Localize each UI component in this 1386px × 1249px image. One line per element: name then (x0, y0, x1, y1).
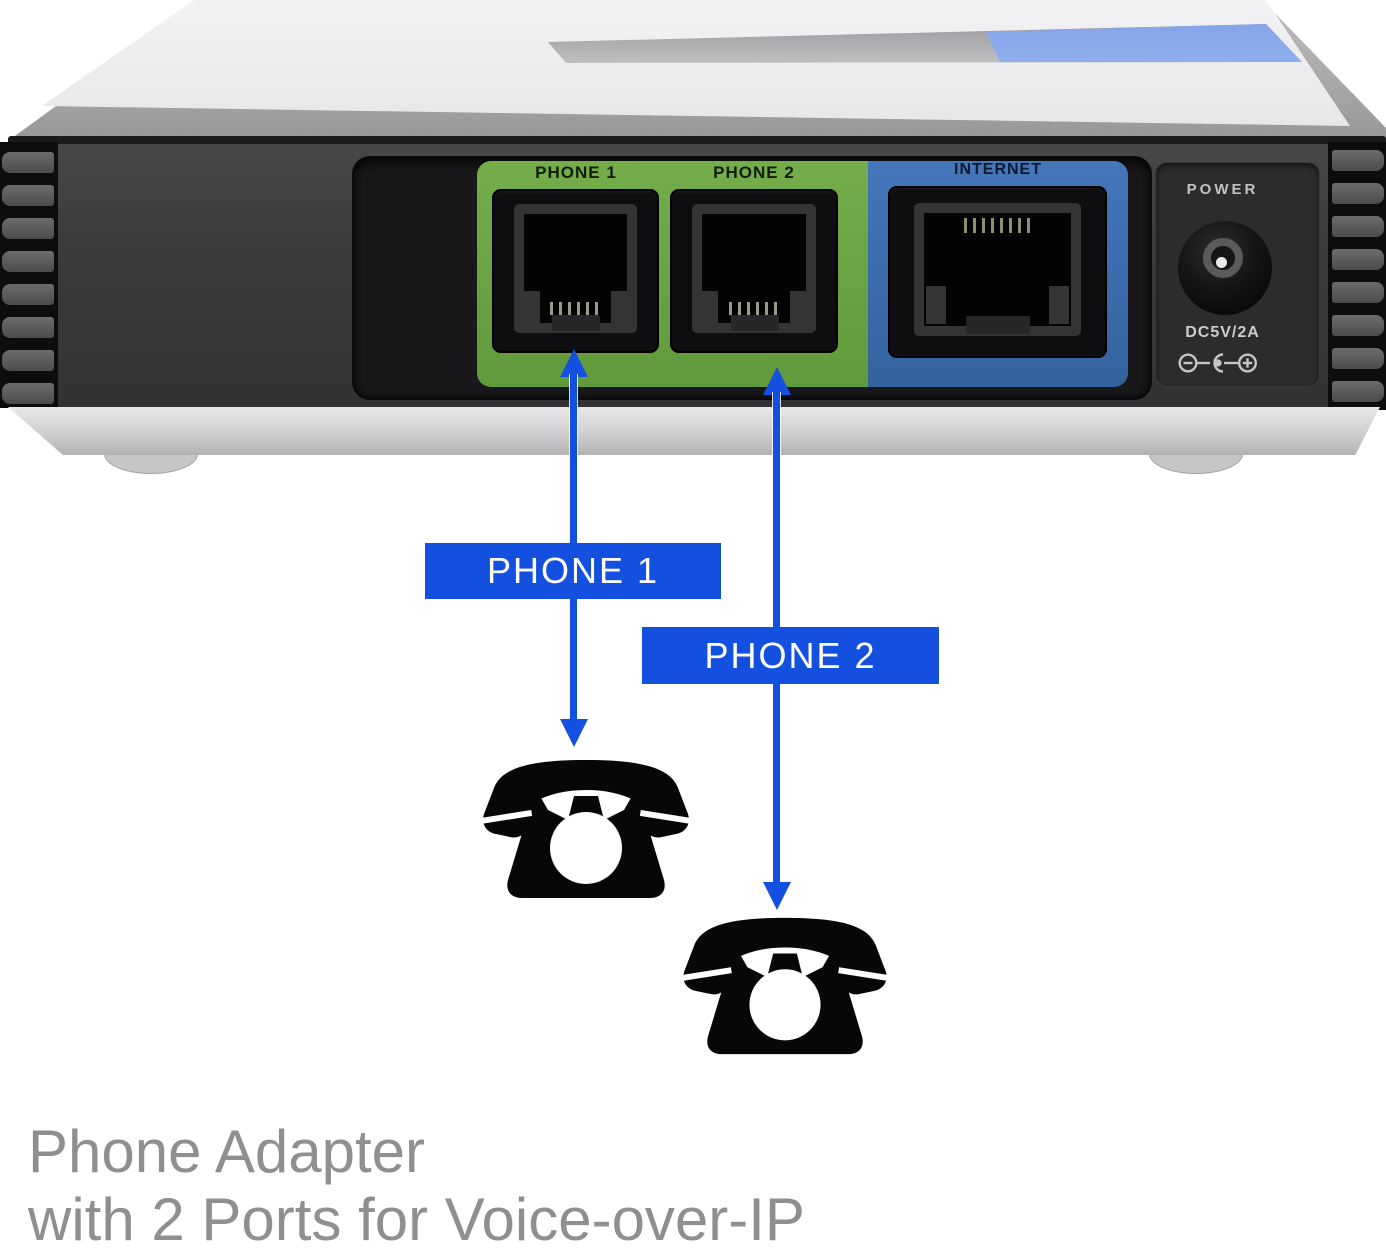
internet-rj45-port (888, 186, 1107, 358)
caption-line1: Phone Adapter (28, 1118, 426, 1185)
port-shoulder (926, 286, 946, 324)
left-vent (0, 142, 58, 408)
phone1-port-label: PHONE 1 (535, 163, 617, 182)
telephone-icon-2 (680, 917, 890, 1055)
caption: Phone Adapter with 2 Ports for Voice-ove… (28, 1118, 1228, 1249)
phone2-port-label: PHONE 2 (713, 163, 795, 182)
internet-port-latch-slot (966, 316, 1030, 334)
vent-fin (2, 383, 54, 404)
vent-fin (2, 185, 54, 206)
telephone-icon-1 (479, 760, 693, 898)
callout-phone2: PHONE 2 (642, 627, 939, 684)
internet-port-label: INTERNET (954, 161, 1042, 178)
phone1-port-pins (550, 302, 601, 315)
phone1-rj11-port (492, 189, 659, 353)
vent-fin (2, 350, 54, 371)
phone2-port-latch-slot (731, 315, 779, 331)
device-lid-seam (8, 136, 1386, 146)
port-shoulder (611, 291, 627, 323)
vent-fin (2, 152, 54, 173)
vent-fin (1332, 150, 1384, 171)
vent-fin (2, 251, 54, 272)
dc-spec-label: DC5V/2A (1185, 324, 1260, 341)
vent-fin (1332, 216, 1384, 237)
port-shoulder (790, 291, 806, 323)
vent-fin (1332, 381, 1384, 402)
phone2-rj11-port (670, 189, 838, 353)
phone1-port-latch-slot (552, 315, 600, 331)
phone2-port-pins (729, 302, 780, 315)
device-top-surface (42, 0, 1350, 126)
vent-fin (2, 218, 54, 239)
port-shoulder (524, 291, 540, 323)
vent-fin (1332, 249, 1384, 270)
right-vent (1328, 142, 1386, 410)
vent-fin (2, 317, 54, 338)
vent-fin (1332, 282, 1384, 303)
vent-fin (1332, 315, 1384, 336)
power-label: POWER (1186, 181, 1259, 198)
port-shoulder (702, 291, 718, 323)
internet-port-pins (964, 218, 1033, 233)
vent-fin (1332, 183, 1384, 204)
dc-polarity-icon (1178, 353, 1258, 373)
arrow-phone2-up-head (763, 367, 791, 395)
vent-fin (1332, 348, 1384, 369)
caption-line2: with 2 Ports for Voice-over-IP (28, 1186, 805, 1249)
vent-fin (2, 284, 54, 305)
dc-power-jack-pin-highlight (1216, 257, 1227, 268)
port-shoulder (1049, 286, 1069, 324)
callout-phone1: PHONE 1 (425, 543, 721, 599)
arrow-phone2-down-head (763, 882, 791, 910)
arrow-phone1-up-head (560, 349, 588, 377)
device-bottom-band (8, 407, 1380, 455)
arrow-phone1-down-head (560, 719, 588, 747)
